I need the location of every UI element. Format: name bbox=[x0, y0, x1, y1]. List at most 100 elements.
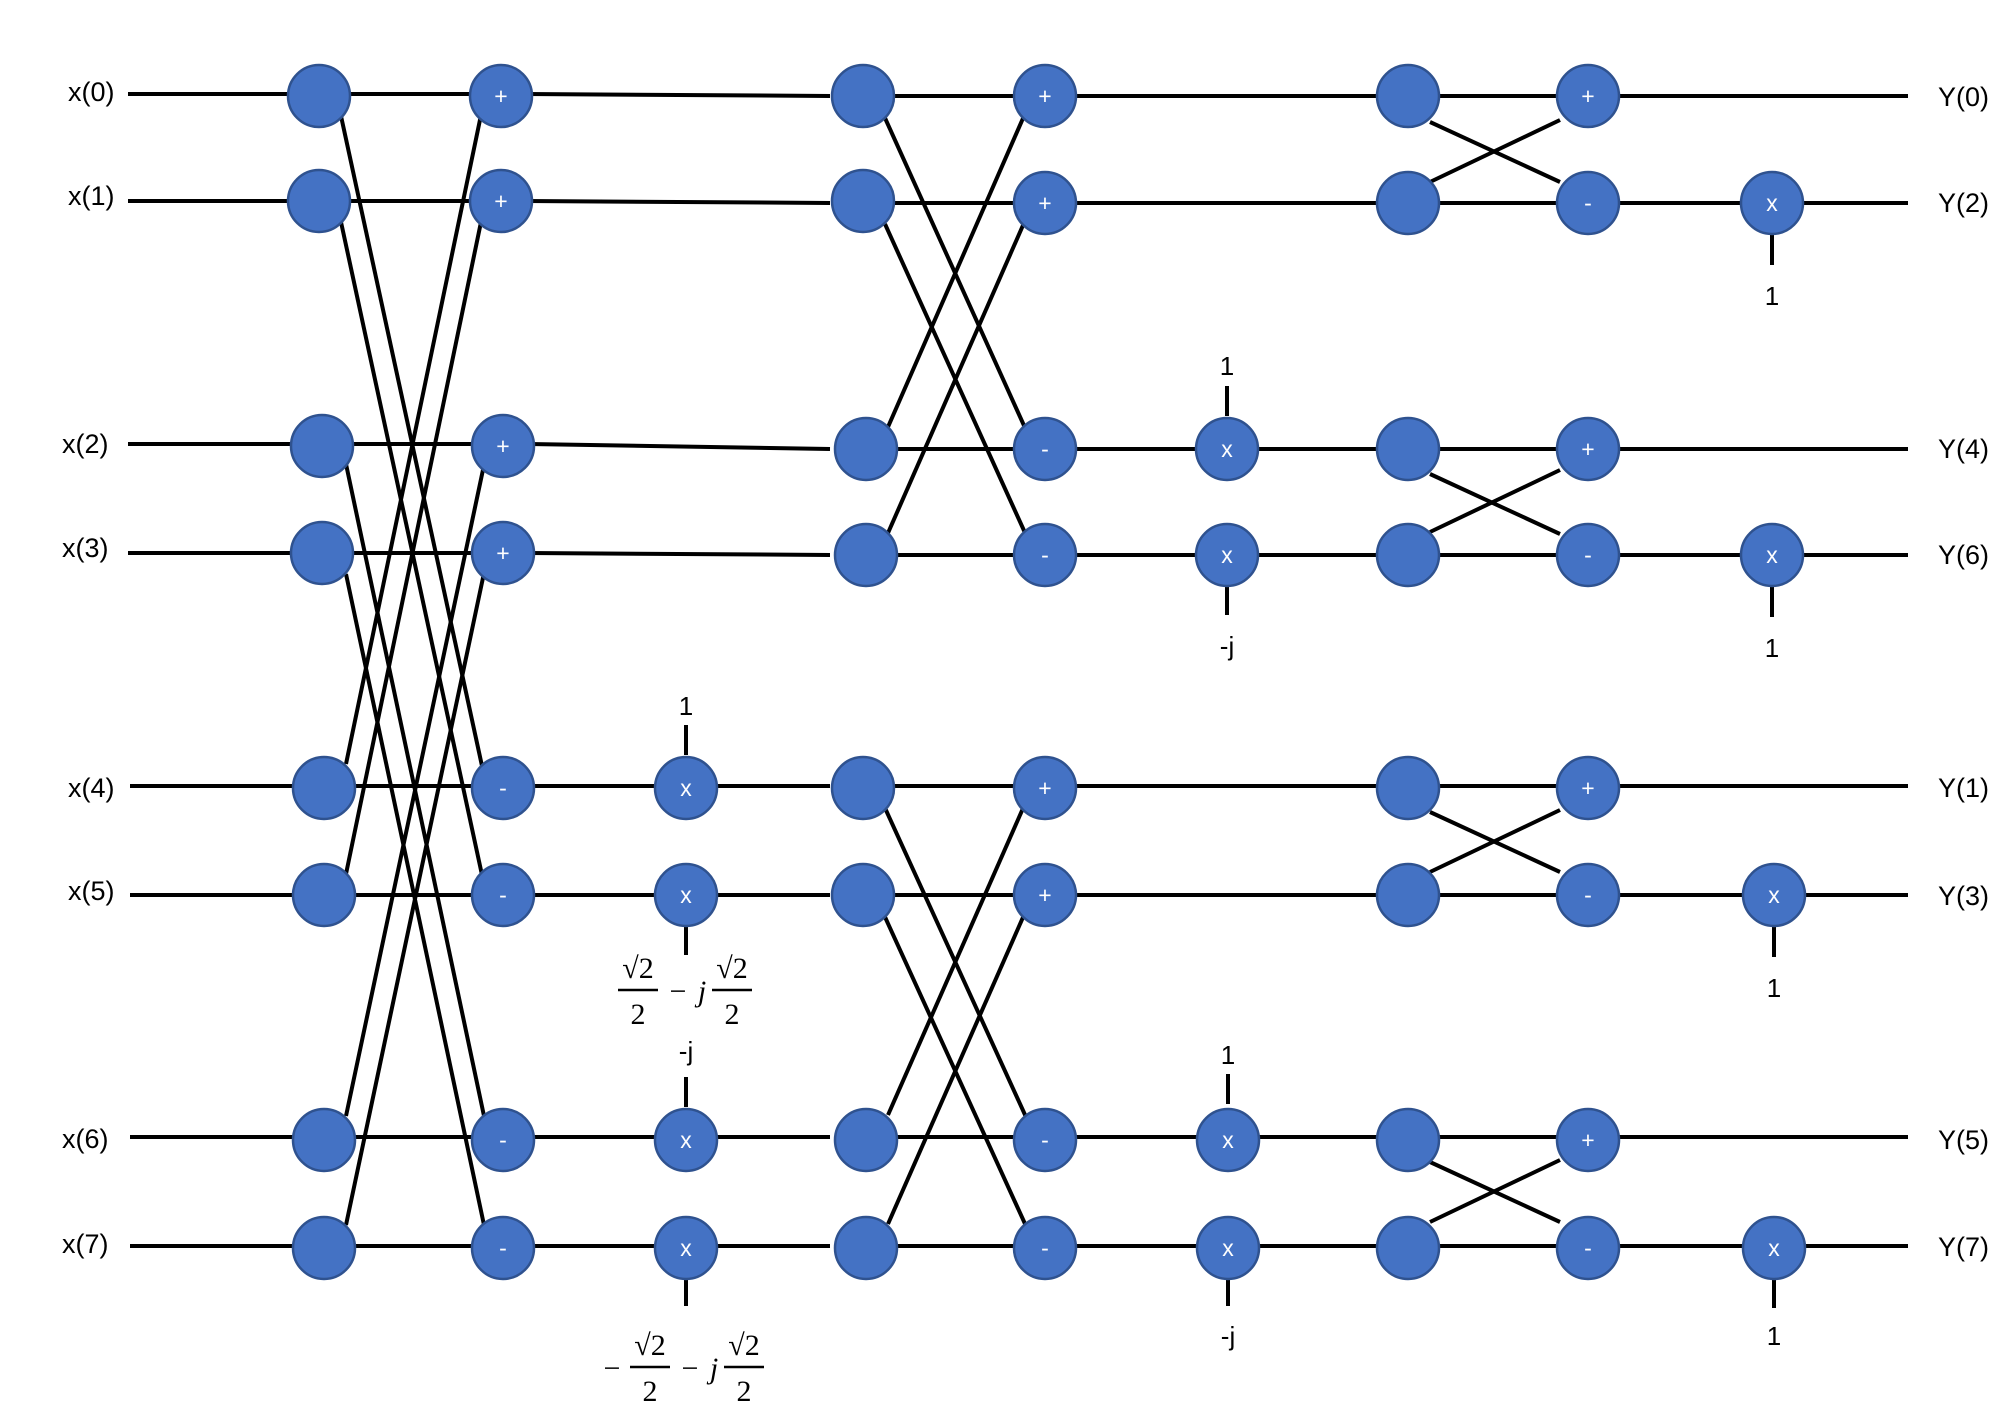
sub-symbol: - bbox=[499, 1235, 507, 1261]
wires-stage3-horizontal bbox=[1057, 94, 1574, 1248]
input-label: x(5) bbox=[68, 876, 115, 906]
node bbox=[1555, 170, 1621, 236]
add-symbol: + bbox=[1581, 83, 1594, 109]
node bbox=[833, 1107, 899, 1173]
stage3-ops: + - + - + - + - bbox=[1555, 63, 1621, 1281]
node bbox=[1194, 522, 1260, 588]
wires-stage3-cross bbox=[1429, 118, 1561, 1224]
node bbox=[470, 862, 536, 928]
node bbox=[1555, 862, 1621, 928]
formula-text: 2 bbox=[631, 998, 646, 1031]
wire bbox=[344, 572, 486, 1226]
node bbox=[1375, 1215, 1441, 1281]
twiddle-label: -j bbox=[1220, 631, 1234, 661]
node bbox=[1012, 1215, 1078, 1281]
node bbox=[1375, 416, 1441, 482]
node bbox=[1741, 1215, 1807, 1281]
wire bbox=[886, 222, 1026, 534]
node bbox=[1555, 1215, 1621, 1281]
twiddle-label: 1 bbox=[1767, 1321, 1781, 1351]
node bbox=[653, 1215, 719, 1281]
output-labels: Y(0) Y(2) Y(4) Y(6) Y(1) Y(3) Y(5) Y(7) bbox=[1938, 82, 1989, 1262]
wire bbox=[1429, 1158, 1561, 1224]
stage2-ops: + + - - + + - - bbox=[1012, 63, 1078, 1281]
input-label: x(2) bbox=[62, 429, 109, 459]
add-symbol: + bbox=[1038, 83, 1051, 109]
node bbox=[1555, 1107, 1621, 1173]
sub-symbol: - bbox=[1041, 1127, 1049, 1153]
formula-text: √2 bbox=[716, 952, 747, 985]
wires-stage1-cross bbox=[339, 114, 486, 1226]
sub-symbol: - bbox=[1584, 542, 1592, 568]
twiddle-label: -j bbox=[1221, 1321, 1235, 1351]
sub-symbol: - bbox=[499, 1127, 507, 1153]
input-label: x(6) bbox=[62, 1124, 109, 1154]
wire bbox=[1429, 118, 1561, 184]
node bbox=[470, 413, 536, 479]
node bbox=[653, 862, 719, 928]
wire bbox=[886, 914, 1026, 1225]
node bbox=[653, 755, 719, 821]
node bbox=[1195, 1107, 1261, 1173]
wire bbox=[528, 551, 831, 557]
twiddle-label: 1 bbox=[679, 691, 693, 721]
formula-text: j bbox=[706, 1352, 718, 1385]
formula-text: √2 bbox=[634, 1329, 665, 1362]
node bbox=[470, 1215, 536, 1281]
sub-symbol: - bbox=[499, 775, 507, 801]
input-label: x(0) bbox=[68, 77, 115, 107]
wire bbox=[525, 92, 831, 98]
formula-text: √2 bbox=[728, 1329, 759, 1362]
sub-symbol: - bbox=[1584, 882, 1592, 908]
node bbox=[291, 1107, 357, 1173]
sub-symbol: - bbox=[1584, 190, 1592, 216]
mul-symbol: x bbox=[1766, 542, 1778, 568]
mul-symbol: x bbox=[680, 1127, 692, 1153]
node bbox=[1555, 522, 1621, 588]
node bbox=[1555, 63, 1621, 129]
stage2-nodes bbox=[830, 63, 899, 1281]
node bbox=[1555, 416, 1621, 482]
twiddle-label: 1 bbox=[1765, 281, 1779, 311]
output-label: Y(2) bbox=[1938, 188, 1989, 218]
formula-text: 2 bbox=[643, 1375, 658, 1406]
wire bbox=[1429, 468, 1561, 534]
wire bbox=[344, 114, 483, 765]
node bbox=[1012, 522, 1078, 588]
twiddle-stubs bbox=[684, 233, 1776, 1308]
node bbox=[470, 520, 536, 586]
mul-symbol: x bbox=[1768, 1235, 1780, 1261]
mul-symbol: x bbox=[1221, 542, 1233, 568]
add-symbol: + bbox=[1038, 882, 1051, 908]
node bbox=[830, 862, 896, 928]
twiddle-label: 1 bbox=[1765, 633, 1779, 663]
node bbox=[1012, 755, 1078, 821]
mul-symbol: x bbox=[680, 775, 692, 801]
node bbox=[1012, 862, 1078, 928]
output-label: Y(6) bbox=[1938, 540, 1989, 570]
node bbox=[1375, 63, 1441, 129]
wires-output bbox=[1606, 94, 1908, 1248]
node bbox=[291, 755, 357, 821]
twiddle-formula-w8-3: − √2 2 − j √2 2 bbox=[604, 1329, 764, 1406]
node bbox=[1012, 170, 1078, 236]
node bbox=[830, 168, 896, 234]
node bbox=[1195, 1215, 1261, 1281]
input-labels: x(0) x(1) x(2) x(3) x(4) x(5) x(6) x(7) bbox=[62, 77, 115, 1259]
node bbox=[289, 520, 355, 586]
wire bbox=[1429, 472, 1561, 536]
node bbox=[286, 168, 352, 234]
node bbox=[468, 63, 534, 129]
node bbox=[470, 755, 536, 821]
add-symbol: + bbox=[1038, 775, 1051, 801]
sub-symbol: - bbox=[499, 882, 507, 908]
node bbox=[286, 63, 352, 129]
add-symbol: + bbox=[496, 540, 509, 566]
node bbox=[653, 1107, 719, 1173]
wire bbox=[528, 442, 831, 451]
stage1-multipliers: x x x x bbox=[653, 755, 719, 1281]
add-symbol: + bbox=[1581, 1127, 1594, 1153]
formula-text: j bbox=[694, 975, 706, 1008]
twiddle-labels: 1 -j 1 -j 1 -j 1 1 1 1 bbox=[679, 281, 1781, 1351]
wire bbox=[344, 464, 486, 1117]
